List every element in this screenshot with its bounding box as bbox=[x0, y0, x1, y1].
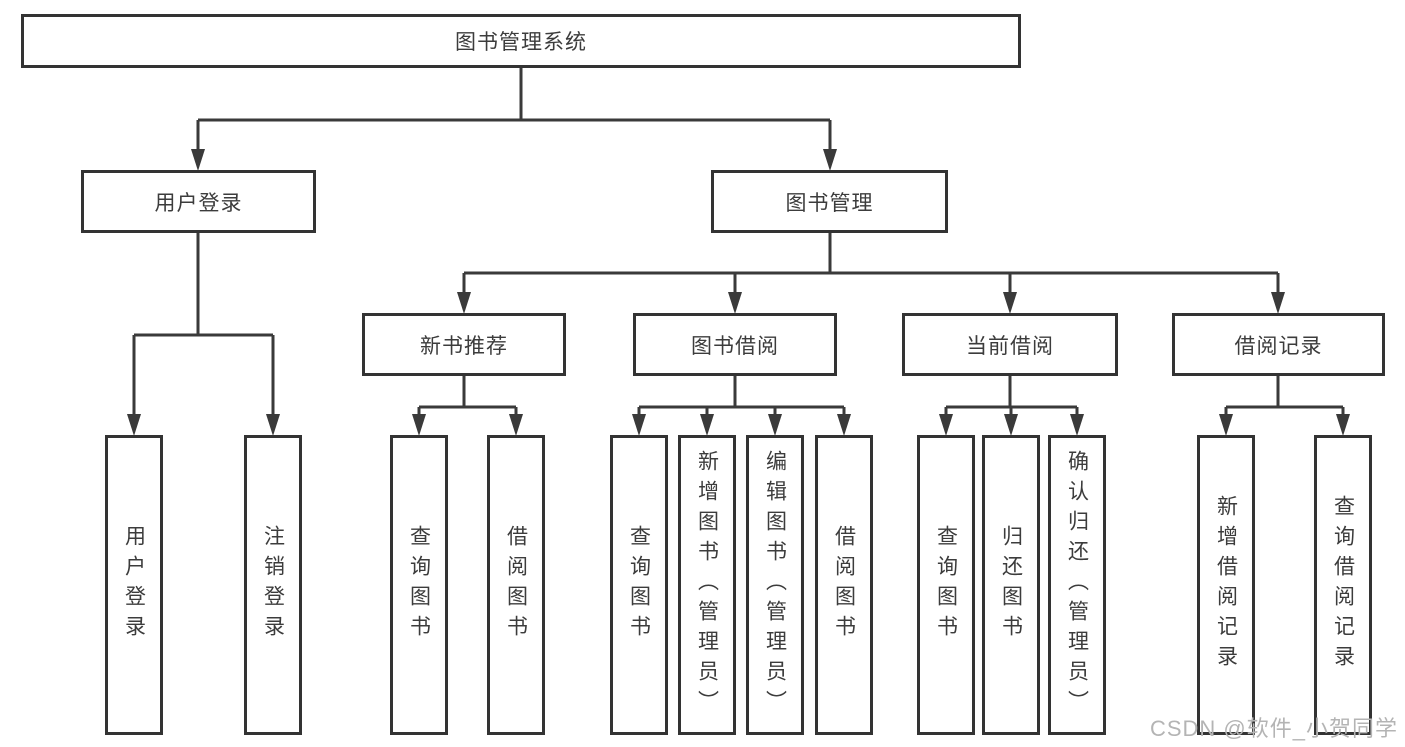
node-borrow-records: 借阅记录 bbox=[1172, 313, 1385, 376]
csdn-watermark: CSDN @软件_小贺同学 bbox=[1149, 716, 1398, 741]
leaf-borrow-books-label: 借阅图书 bbox=[832, 525, 856, 645]
node-book-management-label: 图书管理 bbox=[785, 191, 874, 215]
leaf-recommend-query-books: 查询图书 bbox=[390, 435, 448, 735]
leaf-edit-book-admin-label: 编辑图书（管理员） bbox=[763, 450, 787, 720]
leaf-user-login: 用户登录 bbox=[105, 435, 163, 735]
leaf-add-borrow-record: 新增借阅记录 bbox=[1197, 435, 1255, 735]
leaf-recommend-borrow-books: 借阅图书 bbox=[487, 435, 545, 735]
leaf-add-book-admin-label: 新增图书（管理员） bbox=[695, 450, 719, 720]
leaf-edit-book-admin: 编辑图书（管理员） bbox=[746, 435, 804, 735]
leaf-logout-label: 注销登录 bbox=[261, 525, 285, 645]
leaf-query-borrow-record-label: 查询借阅记录 bbox=[1331, 495, 1355, 675]
leaf-user-login-label: 用户登录 bbox=[122, 525, 146, 645]
leaf-current-query-books-label: 查询图书 bbox=[934, 525, 958, 645]
node-new-book-recommend: 新书推荐 bbox=[362, 313, 566, 376]
node-book-borrow: 图书借阅 bbox=[633, 313, 837, 376]
leaf-return-books: 归还图书 bbox=[982, 435, 1040, 735]
node-root-label: 图书管理系统 bbox=[455, 31, 587, 54]
node-book-borrow-label: 图书借阅 bbox=[691, 334, 779, 358]
leaf-logout: 注销登录 bbox=[244, 435, 302, 735]
leaf-borrow-query-books: 查询图书 bbox=[610, 435, 668, 735]
leaf-borrow-query-books-label: 查询图书 bbox=[627, 525, 651, 645]
leaf-recommend-borrow-books-label: 借阅图书 bbox=[504, 525, 528, 645]
leaf-borrow-books: 借阅图书 bbox=[815, 435, 873, 735]
node-root: 图书管理系统 bbox=[21, 14, 1021, 68]
node-user-login-label: 用户登录 bbox=[154, 191, 243, 215]
leaf-query-borrow-record: 查询借阅记录 bbox=[1314, 435, 1372, 735]
leaf-confirm-return-admin-label: 确认归还（管理员） bbox=[1065, 450, 1089, 720]
leaf-current-query-books: 查询图书 bbox=[917, 435, 975, 735]
leaf-confirm-return-admin: 确认归还（管理员） bbox=[1048, 435, 1106, 735]
node-book-management: 图书管理 bbox=[711, 170, 948, 233]
leaf-return-books-label: 归还图书 bbox=[999, 525, 1023, 645]
node-user-login: 用户登录 bbox=[81, 170, 316, 233]
leaf-add-borrow-record-label: 新增借阅记录 bbox=[1214, 495, 1238, 675]
leaf-add-book-admin: 新增图书（管理员） bbox=[678, 435, 736, 735]
node-borrow-records-label: 借阅记录 bbox=[1234, 334, 1323, 358]
node-current-borrow-label: 当前借阅 bbox=[966, 334, 1054, 358]
node-new-book-recommend-label: 新书推荐 bbox=[420, 334, 508, 358]
leaf-recommend-query-books-label: 查询图书 bbox=[407, 525, 431, 645]
node-current-borrow: 当前借阅 bbox=[902, 313, 1118, 376]
